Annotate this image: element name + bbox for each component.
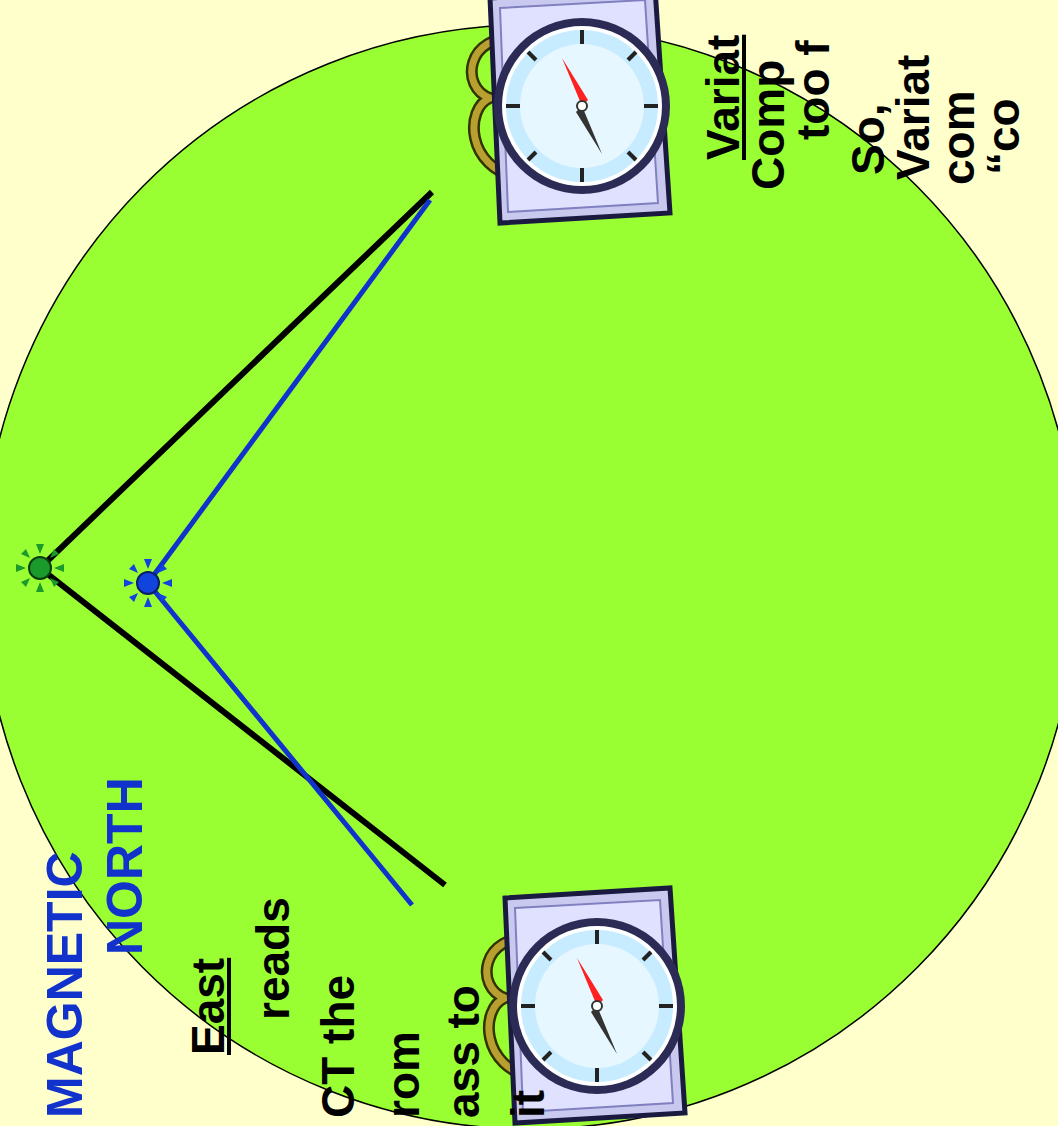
body-text: Variat <box>890 55 936 180</box>
north-label: NORTH <box>100 777 150 955</box>
body-text: Comp <box>745 60 791 190</box>
body-text: So, <box>845 103 891 175</box>
body-text: it <box>505 1090 551 1118</box>
body-text: com <box>935 90 981 185</box>
body-text: too f <box>790 40 836 140</box>
body-text: “co <box>980 98 1026 175</box>
heading-text: Variat <box>700 35 746 160</box>
body-text: ass to <box>440 985 486 1118</box>
magnetic-label: MAGNETIC <box>40 851 90 1118</box>
compass-icon <box>472 0 670 223</box>
magnetic-north-star <box>124 559 172 607</box>
compass-icon <box>487 888 685 1123</box>
magnetic-bearing-line <box>148 200 430 905</box>
heading-text: East <box>185 958 231 1055</box>
true-north-star <box>16 544 64 592</box>
body-text: CT the <box>315 975 361 1118</box>
body-text: reads <box>250 897 296 1020</box>
body-text: rom <box>380 1031 426 1118</box>
